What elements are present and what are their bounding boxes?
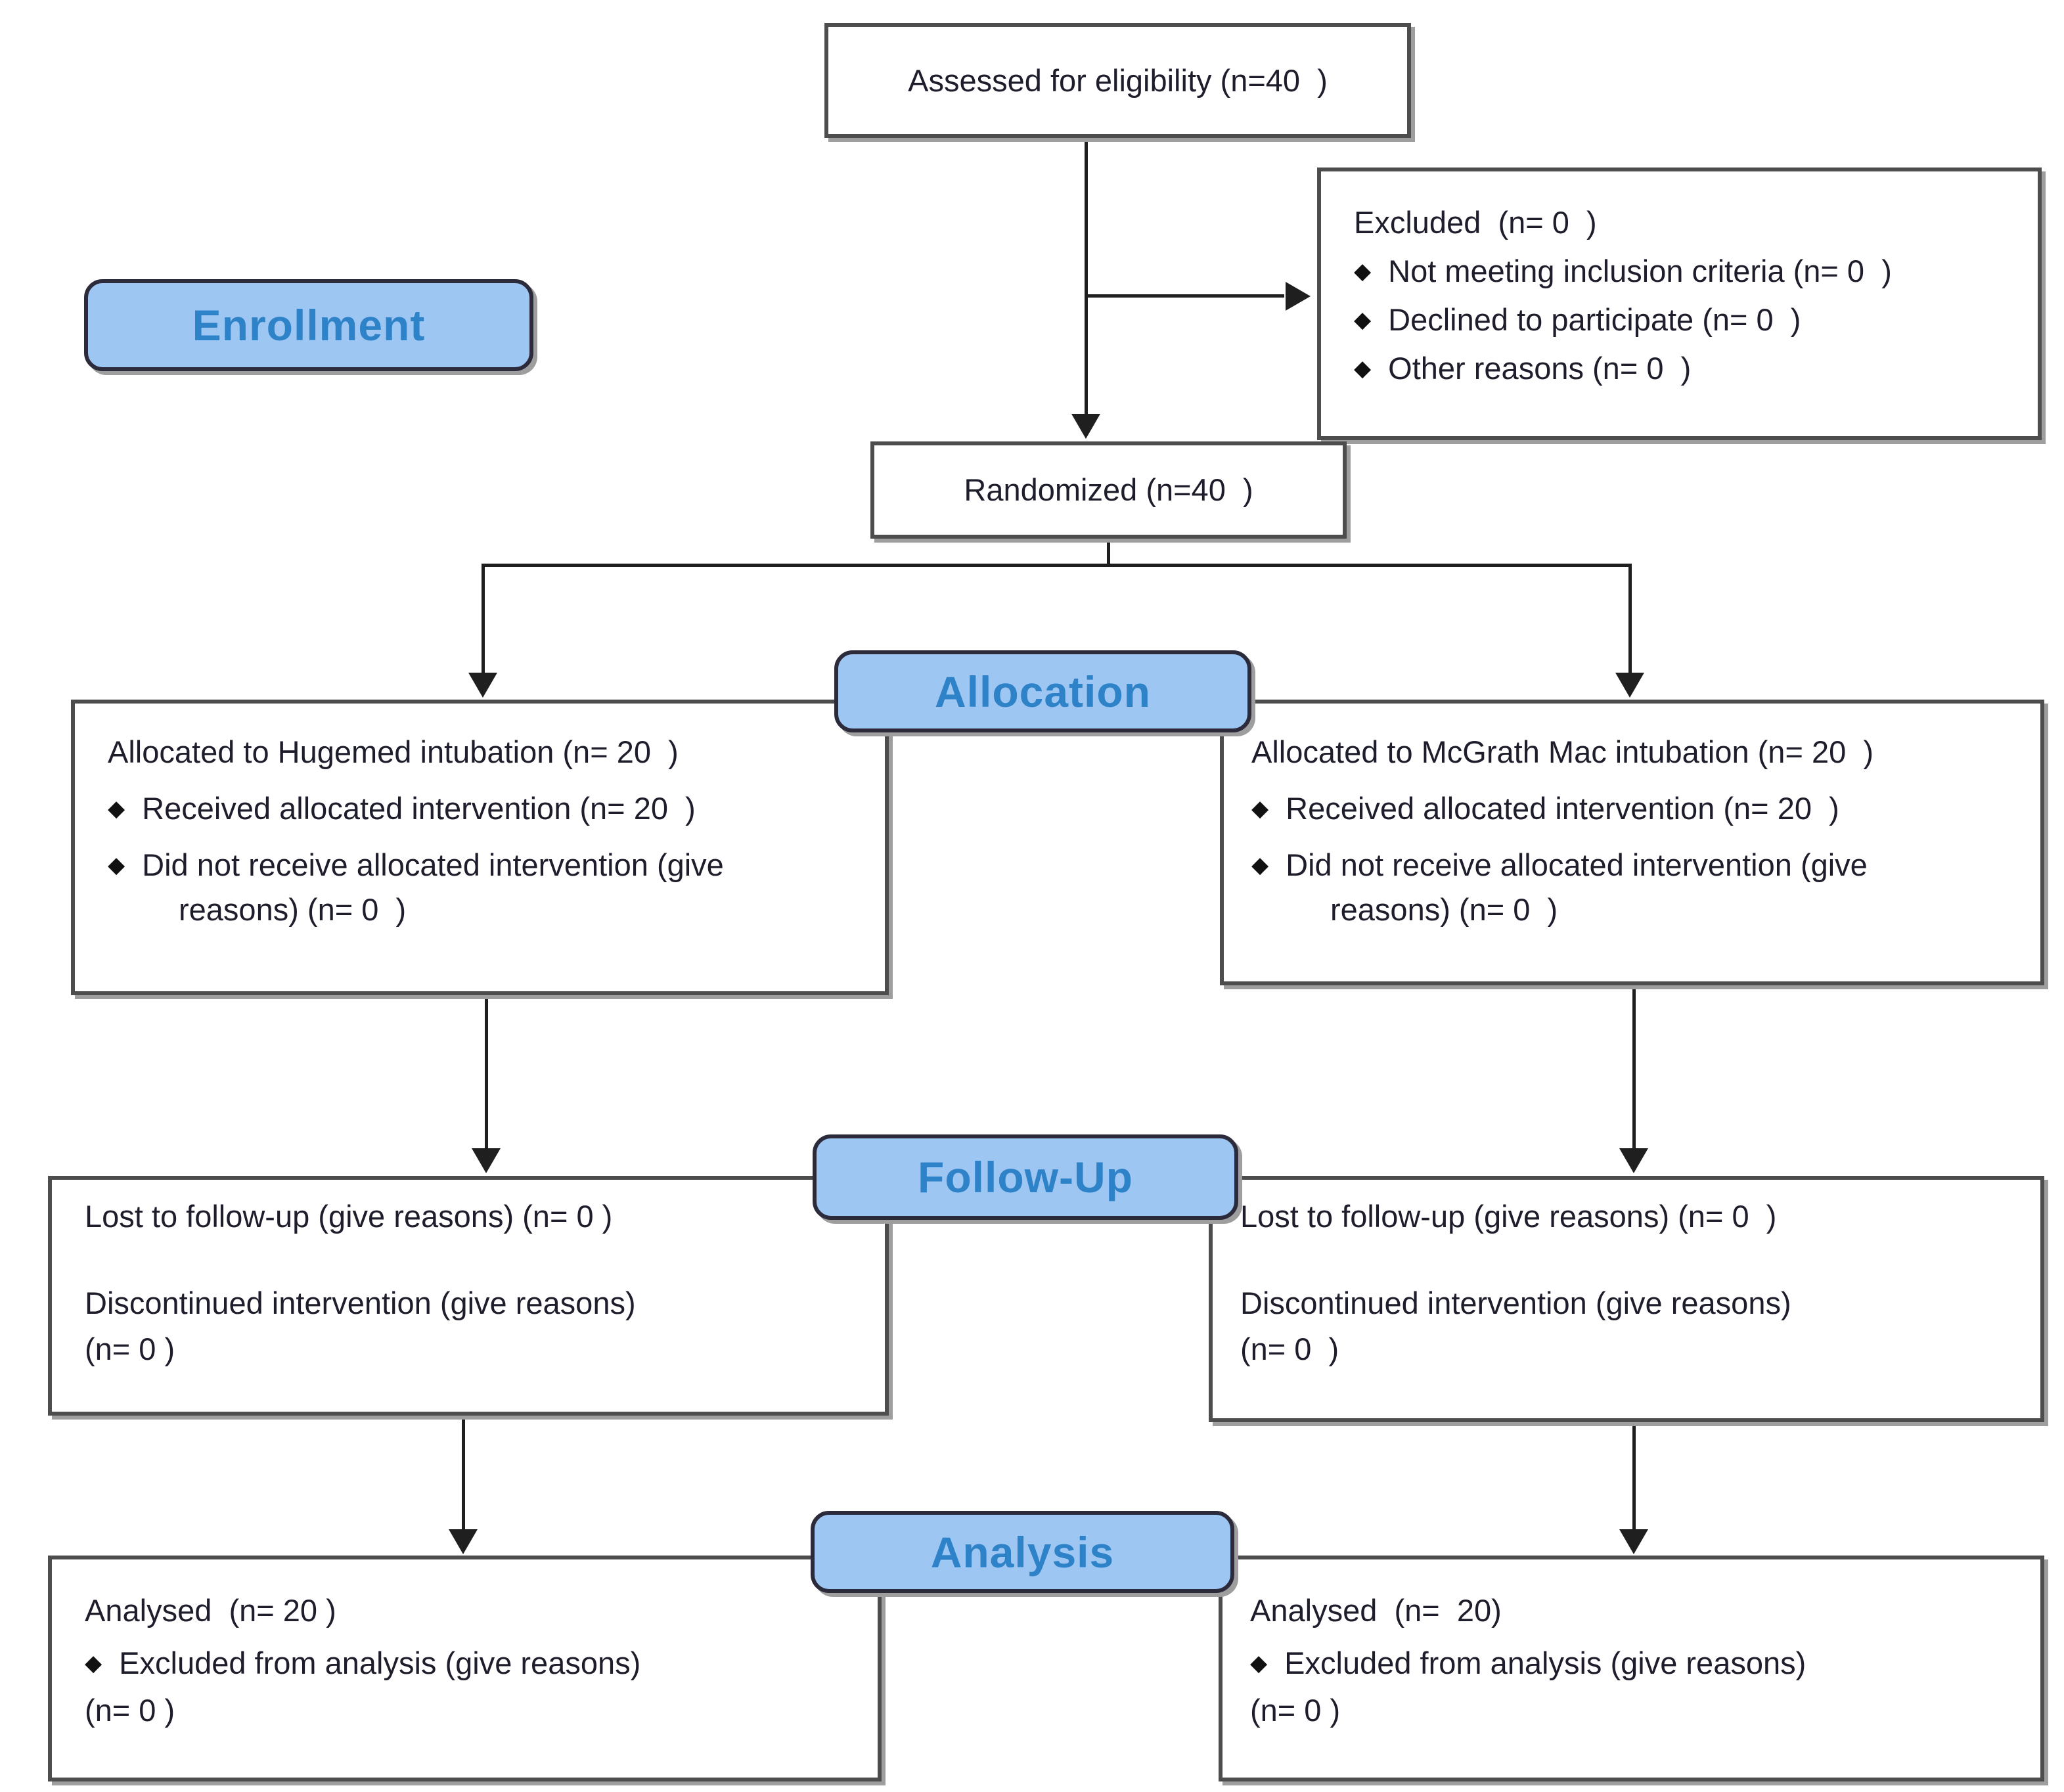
analysis-right-line3: (n= 0 ) bbox=[1250, 1693, 1341, 1728]
followup-left-line3: (n= 0 ) bbox=[85, 1332, 175, 1366]
excluded-bullet-3: ◆ Other reasons (n= 0 ) bbox=[1354, 349, 2011, 388]
allocated-left-title: Allocated to Hugemed intubation (n= 20 ) bbox=[108, 734, 679, 769]
analysis-right-title: Analysed (n= 20) bbox=[1250, 1593, 1502, 1628]
line-alloc-to-followup-left bbox=[485, 995, 488, 1152]
diamond-bullet-icon: ◆ bbox=[1354, 307, 1372, 332]
followup-left-line2: Discontinued intervention (give reasons) bbox=[85, 1286, 636, 1320]
diamond-bullet-icon: ◆ bbox=[1250, 1651, 1268, 1676]
arrowhead-analysis-right bbox=[1619, 1529, 1648, 1554]
assessed-box: Assessed for eligibility (n=40 ) bbox=[824, 23, 1411, 138]
allocated-left-bullet-1: ◆ Received allocated intervention (n= 20… bbox=[108, 789, 859, 828]
analysis-right-box: Analysed (n= 20) ◆ Excluded from analysi… bbox=[1219, 1556, 2044, 1781]
followup-right-line3: (n= 0 ) bbox=[1240, 1332, 1339, 1366]
analysis-stage-label: Analysis bbox=[811, 1511, 1234, 1593]
diamond-bullet-icon: ◆ bbox=[1354, 356, 1372, 381]
line-assessed-to-randomized bbox=[1085, 138, 1088, 435]
excluded-box: Excluded (n= 0 ) ◆ Not meeting inclusion… bbox=[1317, 168, 2042, 440]
allocated-left-bullet-2: ◆ Did not receive allocated intervention… bbox=[108, 845, 859, 885]
diamond-bullet-icon: ◆ bbox=[108, 796, 125, 821]
allocated-right-title: Allocated to McGrath Mac intubation (n= … bbox=[1251, 734, 1873, 769]
line-randomized-stub bbox=[1107, 539, 1110, 566]
allocated-left-box: Allocated to Hugemed intubation (n= 20 )… bbox=[71, 700, 889, 995]
analysis-left-title: Analysed (n= 20 ) bbox=[85, 1593, 336, 1628]
assessed-text: Assessed for eligibility (n=40 ) bbox=[908, 62, 1328, 98]
diamond-bullet-icon: ◆ bbox=[85, 1651, 102, 1676]
line-followup-to-analysis-right bbox=[1632, 1422, 1636, 1533]
line-branch-left bbox=[482, 564, 485, 677]
diamond-bullet-icon: ◆ bbox=[1354, 259, 1372, 284]
followup-right-box: Lost to follow-up (give reasons) (n= 0 )… bbox=[1209, 1176, 2044, 1422]
arrowhead-excluded bbox=[1286, 282, 1311, 311]
allocated-right-box: Allocated to McGrath Mac intubation (n= … bbox=[1220, 700, 2044, 985]
line-alloc-to-followup-right bbox=[1632, 985, 1636, 1152]
excluded-bullet-1: ◆ Not meeting inclusion criteria (n= 0 ) bbox=[1354, 252, 2011, 291]
allocated-right-bullet-1: ◆ Received allocated intervention (n= 20… bbox=[1251, 789, 2014, 828]
arrowhead-alloc-right bbox=[1615, 673, 1644, 698]
excluded-title: Excluded (n= 0 ) bbox=[1354, 205, 1597, 240]
allocated-right-continuation: reasons) (n= 0 ) bbox=[1330, 892, 1558, 927]
line-to-excluded bbox=[1086, 294, 1284, 298]
arrowhead-randomized bbox=[1071, 414, 1100, 439]
line-followup-to-analysis-left bbox=[462, 1416, 465, 1533]
line-branch-horizontal bbox=[482, 564, 1631, 567]
allocated-right-bullet-2: ◆ Did not receive allocated intervention… bbox=[1251, 845, 2014, 885]
allocated-left-continuation: reasons) (n= 0 ) bbox=[179, 892, 407, 927]
followup-left-box: Lost to follow-up (give reasons) (n= 0 )… bbox=[48, 1176, 889, 1416]
analysis-left-box: Analysed (n= 20 ) ◆ Excluded from analys… bbox=[48, 1556, 882, 1781]
diamond-bullet-icon: ◆ bbox=[108, 853, 125, 878]
arrowhead-followup-right bbox=[1619, 1148, 1648, 1173]
followup-stage-label: Follow-Up bbox=[813, 1134, 1238, 1220]
allocation-stage-label: Allocation bbox=[834, 650, 1251, 732]
line-branch-right bbox=[1628, 564, 1632, 677]
randomized-box: Randomized (n=40 ) bbox=[870, 441, 1347, 539]
diamond-bullet-icon: ◆ bbox=[1251, 796, 1269, 821]
enrollment-stage-label: Enrollment bbox=[84, 279, 533, 371]
analysis-right-bullet: ◆ Excluded from analysis (give reasons) bbox=[1250, 1644, 2014, 1683]
randomized-text: Randomized (n=40 ) bbox=[964, 472, 1253, 507]
followup-right-line2: Discontinued intervention (give reasons) bbox=[1240, 1286, 1791, 1320]
excluded-bullet-2: ◆ Declined to participate (n= 0 ) bbox=[1354, 300, 2011, 340]
arrowhead-followup-left bbox=[472, 1148, 501, 1173]
arrowhead-analysis-left bbox=[449, 1529, 478, 1554]
analysis-left-bullet: ◆ Excluded from analysis (give reasons) bbox=[85, 1644, 851, 1683]
diamond-bullet-icon: ◆ bbox=[1251, 853, 1269, 878]
followup-left-line1: Lost to follow-up (give reasons) (n= 0 ) bbox=[85, 1199, 613, 1234]
followup-right-line1: Lost to follow-up (give reasons) (n= 0 ) bbox=[1240, 1199, 1777, 1234]
arrowhead-alloc-left bbox=[468, 673, 497, 698]
analysis-left-line3: (n= 0 ) bbox=[85, 1693, 175, 1728]
